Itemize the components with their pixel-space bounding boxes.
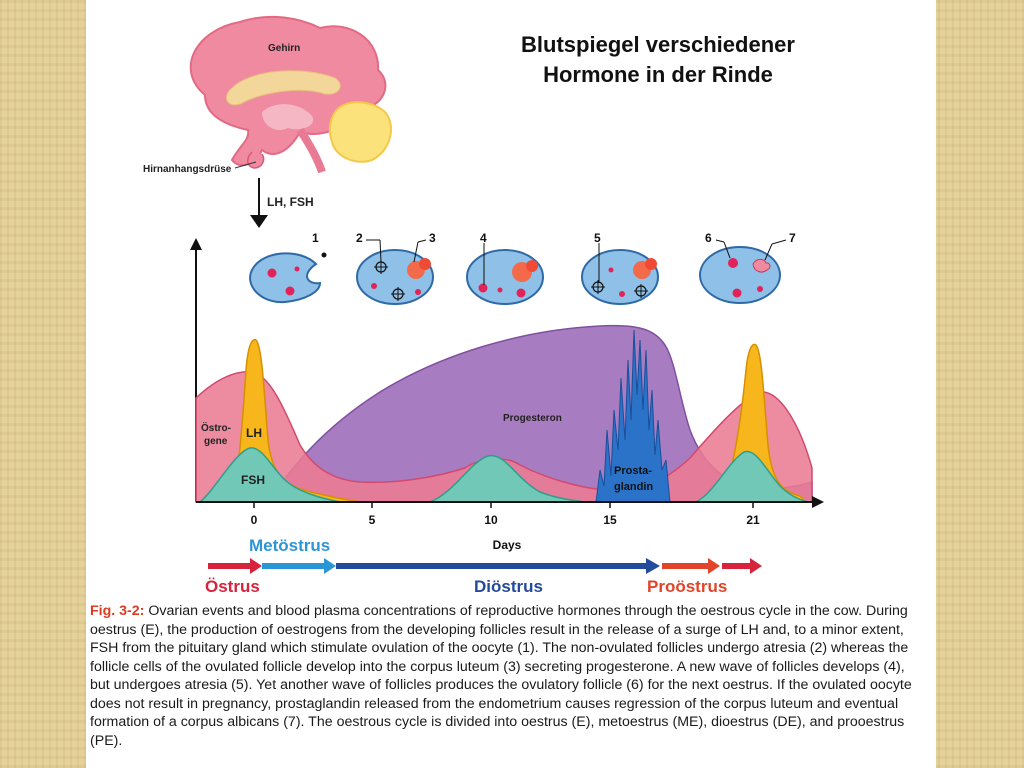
metoestrus-arrow (262, 558, 336, 574)
pituitary-label: Hirnanhangsdrüse (143, 164, 232, 175)
brainstem (296, 127, 326, 174)
down-arrow (250, 178, 268, 228)
figure-caption-label: Fig. 3-2: (90, 603, 145, 619)
lh-label: LH (246, 426, 262, 440)
title-line-1: Blutspiegel verschiedener (521, 32, 795, 57)
ovary-3 (466, 243, 544, 305)
brain-label: Gehirn (268, 43, 300, 54)
prostaglandin-area (595, 329, 671, 503)
cerebellum (328, 101, 392, 163)
brain-illustration: Gehirn Hirnanhangsdrüse LH, FSH (143, 15, 392, 228)
x-ticks: 0 5 10 15 21 (251, 502, 760, 527)
figure-caption: Fig. 3-2: Ovarian events and blood plasm… (90, 602, 926, 750)
tick-label-21: 21 (746, 513, 760, 527)
prooestrus-arrow (662, 558, 720, 574)
phase-timeline: Metöstrus Östrus Diöstrus Proöstrus (205, 536, 762, 596)
estrogen-label-line1: Östro- (201, 421, 231, 434)
ovary-marker-5: 5 (594, 231, 601, 245)
corpus-callosum (225, 70, 341, 106)
prostaglandin-label-line1: Prosta- (614, 465, 652, 477)
estrogen-label-line2: gene (204, 436, 228, 447)
ovary-marker-6: 6 (705, 231, 712, 245)
ovary-marker-1: 1 (312, 231, 319, 245)
ovary-4 (581, 243, 659, 305)
prooestrus-label: Proöstrus (647, 577, 727, 596)
ovary-marker-7: 7 (789, 231, 796, 245)
ovary-marker-4: 4 (480, 231, 487, 245)
tick-label-0: 0 (251, 513, 258, 527)
oestrus-arrow-end (722, 558, 762, 574)
lh-fsh-label: LH, FSH (267, 195, 314, 209)
prostaglandin-label-line2: glandin (614, 481, 653, 493)
hormone-curves: Östro- gene LH FSH Progesteron Prosta- g… (195, 324, 813, 503)
ovary-marker-3: 3 (429, 231, 436, 245)
fsh-area (197, 447, 809, 503)
oestrus-label: Östrus (205, 577, 260, 596)
title-line-2: Hormone in der Rinde (543, 62, 773, 87)
metoestrus-label: Metöstrus (249, 536, 330, 555)
x-axis-arrowhead (812, 496, 824, 508)
ovary-row: 1 2 3 4 5 6 7 (249, 231, 796, 305)
pituitary-gland (247, 151, 265, 169)
x-axis-label: Days (493, 538, 522, 552)
tick-label-10: 10 (484, 513, 498, 527)
fsh-label: FSH (241, 473, 265, 487)
tick-label-5: 5 (369, 513, 376, 527)
ovary-marker-2: 2 (356, 231, 363, 245)
slide-title: Blutspiegel verschiedener Hormone in der… (488, 30, 828, 90)
ovary-1 (249, 252, 327, 304)
y-axis-arrowhead (190, 238, 202, 250)
dioestrus-label: Diöstrus (474, 577, 543, 596)
progesterone-label: Progesteron (503, 413, 562, 424)
figure-caption-text: Ovarian events and blood plasma concentr… (90, 603, 912, 749)
dioestrus-arrow (336, 558, 660, 574)
ovary-5 (699, 239, 787, 304)
brain-inner (262, 104, 314, 131)
ovary-2 (356, 239, 434, 305)
tick-label-15: 15 (603, 513, 617, 527)
oestrus-arrow (208, 558, 262, 574)
